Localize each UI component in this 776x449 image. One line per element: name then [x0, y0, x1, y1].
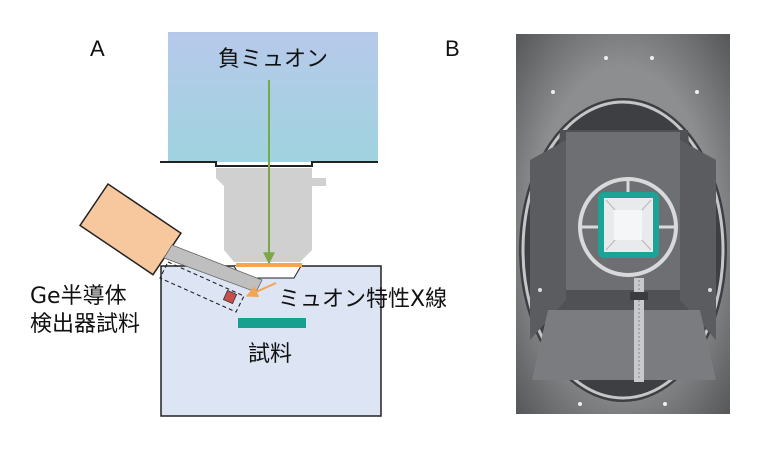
- chamber-photo: [516, 34, 730, 414]
- xray-arrow: [245, 282, 277, 298]
- sample-chamber: [160, 265, 382, 417]
- beam-label: 負ミュオン: [218, 47, 329, 72]
- detector-label-line1: Ge半導体: [30, 284, 127, 309]
- detector-label-line2: 検出器試料: [30, 312, 141, 337]
- beam-pipe: [168, 32, 378, 162]
- sample-plate: [238, 318, 306, 328]
- panel-b-label: B: [445, 36, 460, 61]
- ge-detector: [78, 182, 182, 276]
- beam-window: [236, 263, 302, 267]
- panel-a-label: A: [90, 36, 105, 61]
- detector-crystal: [222, 289, 238, 305]
- collimator: [216, 168, 326, 262]
- beam-pipe-flange: [160, 161, 378, 167]
- xray-label: ミュオン特性X線: [278, 287, 448, 312]
- detector-crystal-housing: [159, 261, 245, 313]
- sample-label: 試料: [248, 342, 293, 367]
